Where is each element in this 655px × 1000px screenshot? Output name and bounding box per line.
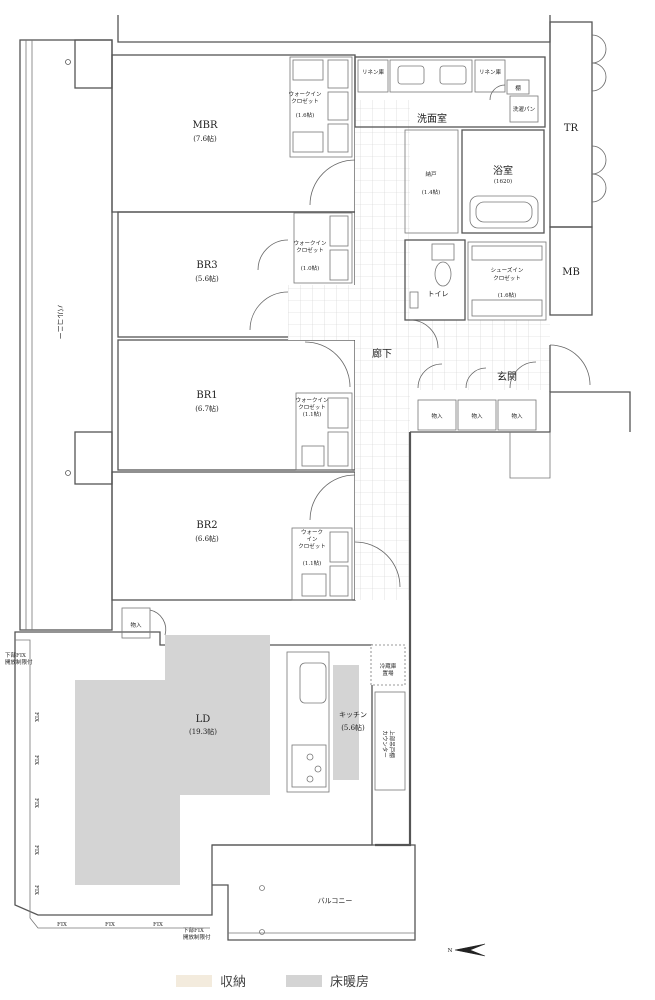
kitchen-name: キッチン: [339, 711, 367, 719]
mbr-walkin-closet: ウォークイン クロゼット (1.6帖): [288, 56, 353, 158]
nando: 納戸 (1.4帖): [404, 129, 459, 234]
cupboard-label: 上部吊戸棚カウンター: [381, 730, 396, 758]
mbr-wic-size: (1.6帖): [296, 111, 315, 119]
bottom-fix-label-3: 下部FIX: [183, 926, 204, 934]
toilet: トイレ: [404, 239, 466, 321]
room-mbr: MBR (7.6帖): [111, 54, 356, 213]
bottom-fix-label-4: 開放制限付: [183, 933, 211, 941]
br3-name: BR3: [196, 260, 217, 271]
entrance-storage-1: 物入: [431, 412, 443, 420]
washroom-label: 洗面室: [417, 112, 447, 125]
room-br2: BR2 (6.6帖): [111, 471, 356, 601]
washing-pan-label: 洗濯パン: [513, 105, 536, 113]
ld-size: (19.3帖): [189, 727, 217, 736]
bottom-fix-label-2: 開放制限付: [5, 658, 33, 666]
nando-size: (1.4帖): [422, 188, 441, 196]
br1-name: BR1: [196, 390, 217, 401]
fix-label-3: FIX: [33, 798, 39, 808]
br3-wic-l1: ウォークイン: [293, 239, 327, 247]
bathroom: 浴室 (1620): [461, 129, 545, 234]
tr-label: TR: [564, 123, 579, 134]
corridor-label: 廊下: [372, 347, 392, 360]
window-labels: 下部FIX 開放制限付 FIX FIX FIX FIX FIX FIX FIX …: [5, 639, 211, 941]
shoes-wic-size: (1.6帖): [498, 291, 517, 299]
toilet-label: トイレ: [428, 290, 449, 298]
entrance: 玄関 物入 物入 物入: [410, 344, 631, 433]
compass-icon: N: [448, 943, 486, 957]
linen-right-label: リネン庫: [479, 68, 502, 76]
mbr-wic-l2: クロゼット: [291, 97, 319, 105]
ld-storage: 物入: [121, 607, 151, 639]
entrance-label: 玄関: [497, 370, 517, 383]
br2-wic-l1: ウォーク: [301, 528, 323, 536]
fix-label-1: FIX: [33, 712, 39, 722]
bathroom-size: (1620): [494, 178, 512, 185]
legend-storage-swatch: [176, 975, 212, 987]
br1-wic-size: (1.1帖): [303, 410, 322, 418]
legend-heating-swatch: [286, 975, 322, 987]
fix-label-4: FIX: [33, 845, 39, 855]
shelf-label: 棚: [515, 84, 521, 92]
tr-room: TR: [549, 21, 607, 228]
nando-name: 納戸: [425, 170, 437, 178]
legend: 収納 床暖房: [176, 974, 369, 990]
mbr-wic-l1: ウォークイン: [288, 90, 322, 98]
mbr-name: MBR: [192, 120, 218, 131]
mb-label: MB: [562, 267, 580, 278]
fix-label-7: FIX: [105, 922, 115, 928]
door-swings: [149, 84, 537, 636]
mb-room: MB: [549, 226, 593, 316]
br3-wic-l2: クロゼット: [296, 246, 324, 254]
entrance-storage-3: 物入: [511, 412, 523, 420]
entrance-storage-2: 物入: [471, 412, 483, 420]
shoes-walkin-closet: シューズイン クロゼット (1.6帖): [467, 241, 547, 321]
corridor: 廊下: [288, 100, 550, 600]
west-balcony: バルコニー: [19, 39, 113, 631]
linen-left-label: リネン庫: [362, 68, 385, 76]
br2-name: BR2: [196, 520, 217, 531]
br2-wic-l2: イン: [306, 537, 318, 543]
br2-wic-l3: クロゼット: [298, 542, 326, 550]
br2-size: (6.6帖): [195, 534, 219, 543]
br2-walkin-closet: ウォーク イン クロゼット (1.1帖): [291, 527, 353, 601]
legend-storage-label: 収納: [220, 975, 246, 990]
br1-walkin-closet: ウォークイン クロゼット (1.1帖): [295, 392, 353, 471]
fix-label-5: FIX: [33, 885, 39, 895]
br3-wic-size: (1.0帖): [301, 264, 320, 272]
br3-walkin-closet: ウォークイン クロゼット (1.0帖): [293, 212, 353, 284]
west-balcony-label: バルコニー: [56, 305, 64, 340]
bathroom-name: 浴室: [493, 164, 513, 177]
ld-name: LD: [196, 714, 211, 725]
fix-label-8: FIX: [153, 922, 163, 928]
kitchen: キッチン (5.6帖) 冷蔵庫置場 上部吊戸棚カウンター: [286, 644, 406, 793]
kitchen-size: (5.6帖): [341, 723, 365, 732]
south-balcony-label: バルコニー: [318, 897, 353, 905]
br1-wic-l1: ウォークイン: [295, 396, 329, 404]
fix-label-6: FIX: [57, 922, 67, 928]
mbr-size: (7.6帖): [193, 134, 217, 143]
shoes-wic-l1: シューズイン: [491, 266, 524, 274]
br2-wic-size: (1.1帖): [303, 559, 322, 567]
compass-north: N: [448, 948, 453, 954]
fix-label-2: FIX: [33, 755, 39, 765]
br3-size: (5.6帖): [195, 274, 219, 283]
living-dining: LD (19.3帖): [14, 631, 373, 916]
south-balcony: バルコニー: [212, 844, 416, 941]
br1-size: (6.7帖): [195, 404, 219, 413]
washroom: リネン庫 リネン庫 棚 洗濯パン 洗面室: [354, 56, 546, 128]
fridge-label: 冷蔵庫置場: [380, 662, 397, 677]
ld-storage-label: 物入: [130, 621, 142, 629]
bottom-fix-label-1: 下部FIX: [5, 651, 26, 659]
br1-wic-l2: クロゼット: [298, 403, 326, 411]
legend-heating-label: 床暖房: [330, 974, 369, 990]
shoes-wic-l2: クロゼット: [493, 274, 521, 282]
